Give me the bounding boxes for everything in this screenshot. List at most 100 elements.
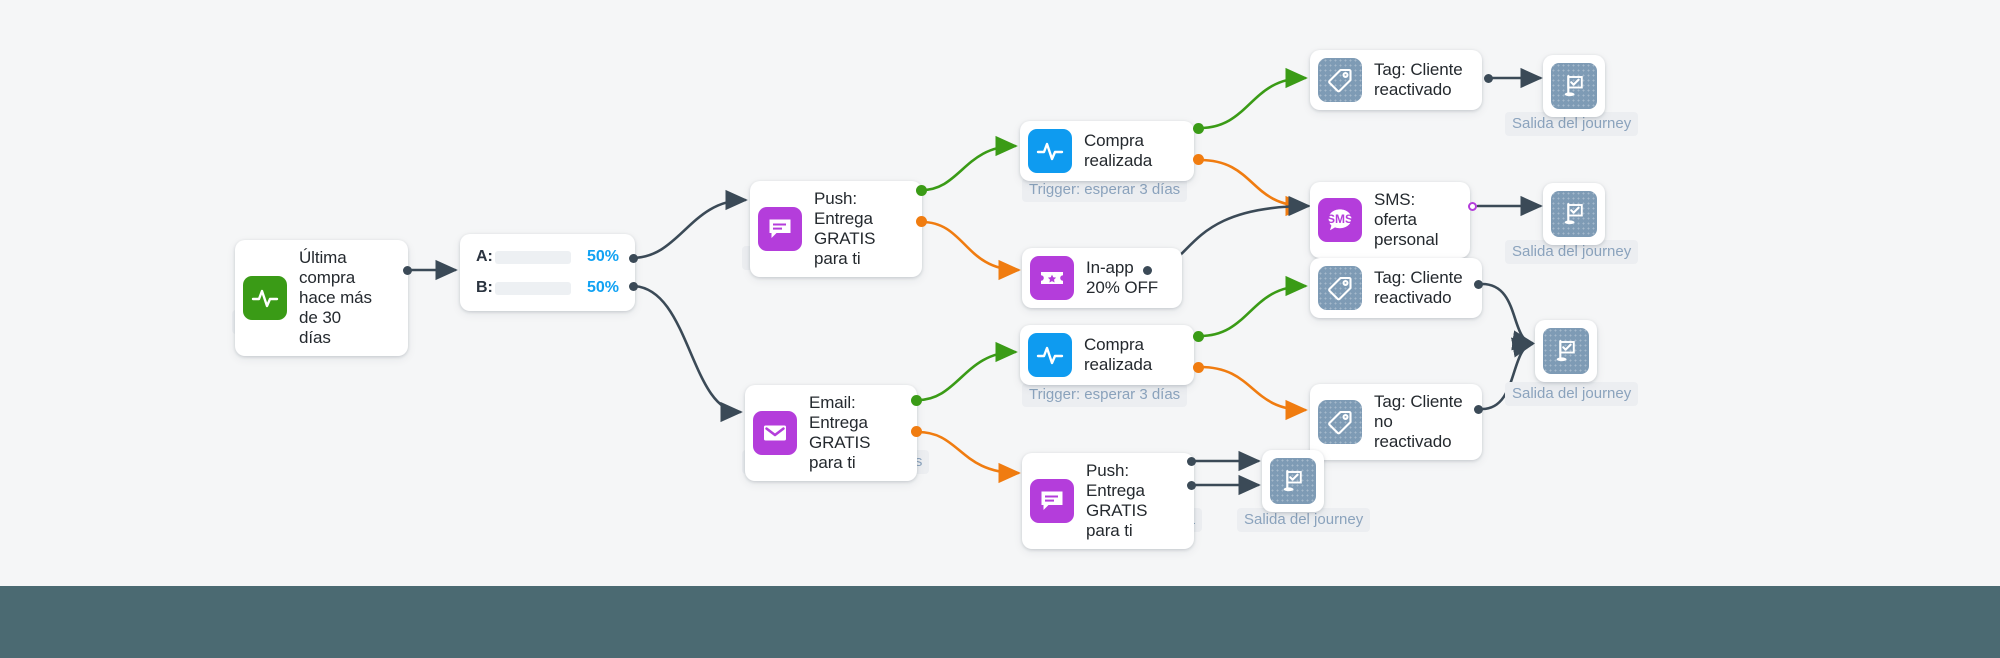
flag-check-icon-glyph: [1556, 339, 1575, 362]
push-icon-glyph: [769, 219, 791, 238]
connector-dot-compra-bottom-success[interactable]: [1193, 331, 1204, 342]
node-inapp-offer[interactable]: In-app 20% OFF: [1022, 248, 1182, 308]
node-push-a[interactable]: Push: Entrega GRATIS para ti: [750, 181, 922, 277]
node-title: Push: Entrega GRATIS para ti: [814, 189, 876, 268]
node-exit-1[interactable]: [1543, 55, 1605, 117]
connector-dot-tag-no-out[interactable]: [1474, 405, 1483, 414]
edge-split-b-to-email: [630, 284, 743, 423]
node-title: SMS: oferta personal: [1374, 190, 1439, 249]
connector-dot-compra-top-fail[interactable]: [1193, 154, 1204, 165]
node-push-b[interactable]: Push: Entrega GRATIS para ti: [1022, 453, 1194, 549]
bottom-bar: [0, 586, 2000, 658]
caption-exit-4: Salida del journey: [1237, 508, 1371, 532]
edge-push-orange-to-inapp: [920, 220, 1021, 281]
tag-icon-glyph: [1328, 68, 1352, 93]
edge-comprabot-green-to-tagmid: [1198, 275, 1308, 338]
node-compra-realizada-bottom[interactable]: Compra realizada: [1020, 325, 1194, 385]
tag-icon-glyph: [1328, 276, 1352, 301]
node-ab-split[interactable]: A: 50% B: 50%: [460, 234, 635, 311]
ab-row-a: A: 50%: [476, 246, 619, 268]
push-icon: [1030, 479, 1074, 523]
connector-dot-start-out[interactable]: [403, 266, 412, 275]
connector-dot-compra-bottom-fail[interactable]: [1193, 362, 1204, 373]
connector-dot-email-b-success[interactable]: [911, 395, 922, 406]
push-icon: [758, 207, 802, 251]
ticket-icon-glyph: [1041, 272, 1063, 284]
node-start[interactable]: Última compra hace más de 30 días: [235, 240, 408, 356]
connector-dot-inapp-out[interactable]: [1143, 266, 1152, 275]
edge-split-a-to-push: [630, 189, 748, 260]
node-title: Última compra hace más de 30 días: [299, 248, 372, 347]
journey-canvas[interactable]: Última compra hace más de 30 días Empeza…: [0, 0, 2000, 586]
pulse-icon: [243, 276, 287, 320]
flag-check-icon: [1270, 458, 1316, 504]
email-icon: [753, 411, 797, 455]
pulse-icon: [1028, 129, 1072, 173]
ab-row-b: B: 50%: [476, 277, 619, 299]
connector-dot-push-a-fail[interactable]: [916, 216, 927, 227]
connector-dot-split-a[interactable]: [629, 254, 638, 263]
node-exit-4[interactable]: [1262, 450, 1324, 512]
edge-tagmid-to-exit3: [1480, 282, 1535, 351]
node-title: Tag: Cliente reactivado: [1374, 60, 1463, 99]
pulse-icon-glyph: [1036, 142, 1064, 161]
node-exit-3[interactable]: [1535, 320, 1597, 382]
tag-icon: [1318, 266, 1362, 310]
flag-check-icon-glyph: [1283, 469, 1302, 492]
flag-check-icon: [1551, 191, 1597, 237]
node-tag-cliente-reactivado-top[interactable]: Tag: Cliente reactivado: [1310, 50, 1482, 110]
flag-check-icon: [1543, 328, 1589, 374]
flag-check-icon: [1551, 63, 1597, 109]
ab-label-b: B:: [476, 279, 493, 296]
ab-percent-a: 50%: [586, 248, 619, 265]
pulse-icon-glyph: [251, 289, 279, 308]
connector-dot-push-b-out-2[interactable]: [1187, 481, 1196, 490]
edge-push-green-to-compra: [920, 135, 1018, 192]
node-tag-cliente-reactivado-mid[interactable]: Tag: Cliente reactivado: [1310, 258, 1482, 318]
pulse-icon: [1028, 333, 1072, 377]
sms-icon: SMS: [1318, 198, 1362, 242]
flag-check-icon-glyph: [1564, 202, 1583, 225]
ab-percent-b: 50%: [586, 279, 619, 296]
ab-track-b: [494, 281, 571, 295]
edge-compratop-green-to-tagtop: [1198, 67, 1308, 130]
connector-dot-split-b[interactable]: [629, 282, 638, 291]
sms-icon-glyph: SMS: [1327, 209, 1353, 231]
edge-compratop-orange-to-sms: [1198, 158, 1308, 217]
flag-check-icon-glyph: [1564, 74, 1583, 97]
node-title: Email: Entrega GRATIS para ti: [809, 393, 871, 472]
email-icon-glyph: [764, 425, 786, 441]
tag-icon: [1318, 58, 1362, 102]
edge-email-orange-to-pushb: [916, 430, 1021, 484]
connector-dot-tag-top-out[interactable]: [1484, 74, 1493, 83]
node-sms-oferta[interactable]: SMS SMS: oferta personal: [1310, 182, 1470, 258]
connector-dot-email-b-fail[interactable]: [911, 426, 922, 437]
node-title: Compra realizada: [1084, 131, 1153, 170]
node-compra-realizada-top[interactable]: Compra realizada: [1020, 121, 1194, 181]
edge-comprabot-orange-to-tagno: [1198, 365, 1308, 421]
caption-compra-top-trigger: Trigger: esperar 3 días: [1022, 178, 1188, 202]
ticket-icon: [1030, 256, 1074, 300]
node-email-b[interactable]: Email: Entrega GRATIS para ti: [745, 385, 917, 481]
node-title: Push: Entrega GRATIS para ti: [1086, 461, 1148, 540]
tag-icon-glyph: [1328, 410, 1352, 435]
ab-label-a: A:: [476, 248, 493, 265]
node-tag-cliente-no-reactivado[interactable]: Tag: Cliente no reactivado: [1310, 384, 1482, 460]
node-title: Tag: Cliente reactivado: [1374, 268, 1463, 307]
ab-track-a: [494, 250, 571, 264]
connector-dot-push-b-out-1[interactable]: [1187, 457, 1196, 466]
caption-exit-3: Salida del journey: [1505, 382, 1639, 406]
edge-email-green-to-comprabot: [916, 341, 1018, 402]
connector-dot-compra-top-success[interactable]: [1193, 123, 1204, 134]
push-icon-glyph: [1041, 491, 1063, 510]
connector-dot-sms-out[interactable]: [1468, 202, 1477, 211]
node-title: Compra realizada: [1084, 335, 1153, 374]
connector-dot-tag-mid-out[interactable]: [1474, 280, 1483, 289]
node-exit-2[interactable]: [1543, 183, 1605, 245]
pulse-icon-glyph: [1036, 346, 1064, 365]
tag-icon: [1318, 400, 1362, 444]
connector-dot-push-a-success[interactable]: [916, 185, 927, 196]
caption-compra-bottom-trigger: Trigger: esperar 3 días: [1022, 383, 1188, 407]
node-title: In-app 20% OFF: [1086, 258, 1159, 297]
node-title: Tag: Cliente no reactivado: [1374, 392, 1463, 451]
